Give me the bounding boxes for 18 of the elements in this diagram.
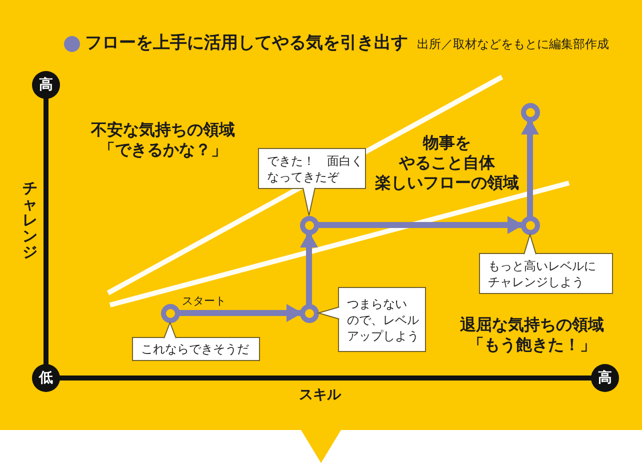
speech-bubble: もっと高いレベルにチャレンジしよう <box>479 253 613 294</box>
arrow <box>316 216 524 234</box>
speech-bubble: つまらないので、レベルアップしよう <box>338 287 426 352</box>
source-note: 出所／取材などをもとに編集部作成 <box>417 36 609 52</box>
axis-title: チャレンジ <box>22 180 38 260</box>
arrow <box>300 232 318 306</box>
zone-label: 物事をやること自体楽しいフローの領域 <box>375 133 519 193</box>
arrow <box>176 304 302 322</box>
zone-label: 不安な気持ちの領域「できるかな？」 <box>91 120 235 160</box>
axis-title: スキル <box>299 386 341 404</box>
chart-title: フローを上手に活用してやる気を引き出す <box>85 32 408 54</box>
callout-pointer <box>164 321 176 339</box>
callout-pointer <box>316 306 340 320</box>
arrow <box>521 118 539 218</box>
callout-pointer <box>524 232 536 255</box>
speech-bubble: できた！ 面白くなってきたぞ <box>258 148 366 189</box>
callout-pointer <box>302 187 316 216</box>
zone-label: 退屈な気持ちの領域「もう飽きた！」 <box>460 315 604 355</box>
